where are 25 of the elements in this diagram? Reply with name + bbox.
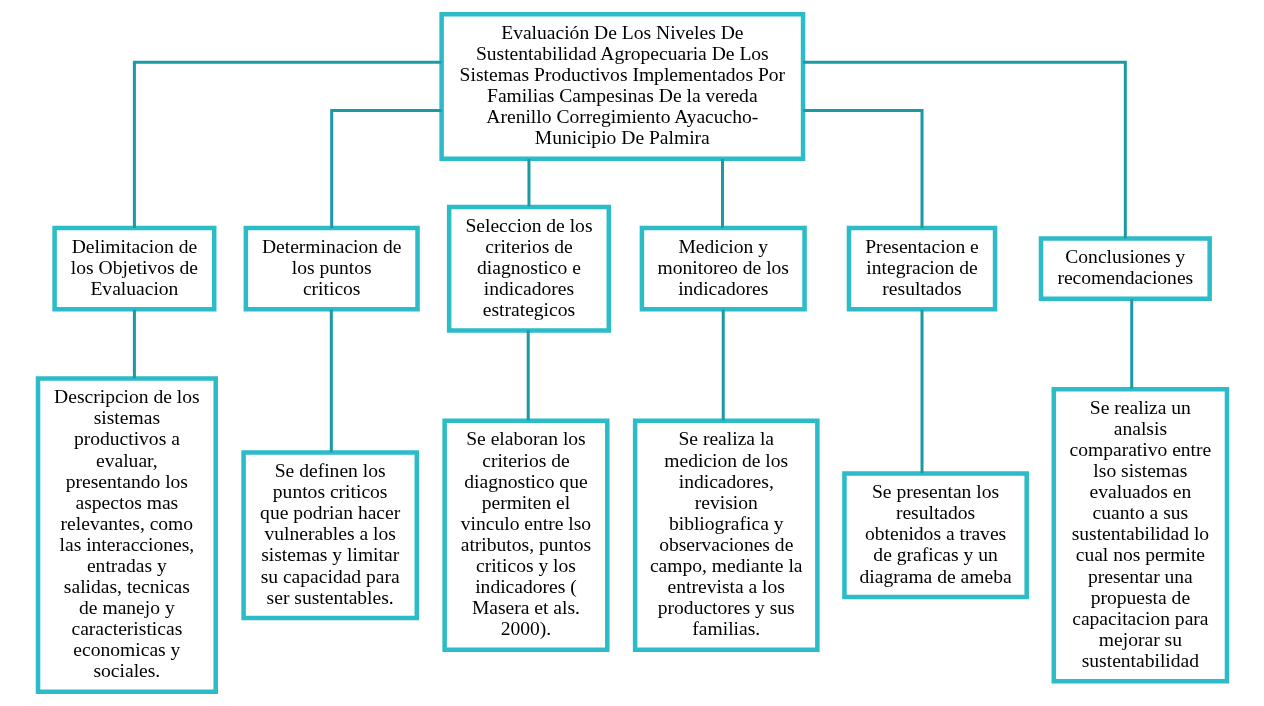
connector <box>526 330 530 421</box>
node-box: Se presentan los resultados obtenidos a traves de graficas y un diagrama de ameba <box>841 471 1029 600</box>
node-box: Se elaboran los criterios de diagnostico que permiten el vinculo entre lso atributos, puntos criticos y los indicadores ( Masera et als. 2000). <box>441 418 610 652</box>
node-box: Delimitacion de los Objetivos de Evaluacion <box>51 225 216 312</box>
node-box: Conclusiones y recomendaciones <box>1038 236 1212 302</box>
connector <box>329 309 333 453</box>
node-box: Determinacion de los puntos criticos <box>243 225 420 312</box>
node-box: Medicion y monitoreo de los indicadores <box>639 225 807 312</box>
connector <box>802 109 924 228</box>
connector <box>132 309 136 379</box>
node-box: Descripcion de los sistemas productivos a evaluar, presentando los aspectos mas relevantes, como las interacciones, entradas y salidas, tecnicas de manejo y caracteristicas economicas y sociales. <box>35 376 218 695</box>
node-box: Se realiza la medicion de los indicadores, revision bibliografica y observaciones de campo, mediante la entrevista a los productores y sus familias. <box>632 418 820 652</box>
connector <box>329 109 442 228</box>
node-box: Seleccion de los criterios de diagnostico e indicadores estrategicos <box>446 204 611 333</box>
node-box: Se definen los puntos criticos que podrian hacer vulnerables a los sistemas y limitar su capacidad para ser sustentables. <box>240 450 419 621</box>
connector <box>132 60 441 228</box>
connector <box>802 60 1127 239</box>
node-box: Presentacion e integracion de resultados <box>846 225 997 312</box>
connector <box>920 309 924 474</box>
connector <box>721 309 725 421</box>
connector <box>720 159 724 228</box>
node-box: Evaluación De Los Niveles De Sustentabilidad Agropecuaria De Los Sistemas Productivos Implementados Por Familias Campesinas De la vereda Arenillo Corregimiento Ayacucho- Municipio De Palmira <box>438 11 805 161</box>
connector <box>1129 299 1133 389</box>
node-box: Se realiza un analsis comparativo entre lso sistemas evaluados en cuanto a sus sustentabilidad lo cual nos permite presentar una propuesta de capacitacion para mejorar su sustentabilidad <box>1051 386 1229 684</box>
connector <box>526 159 530 207</box>
